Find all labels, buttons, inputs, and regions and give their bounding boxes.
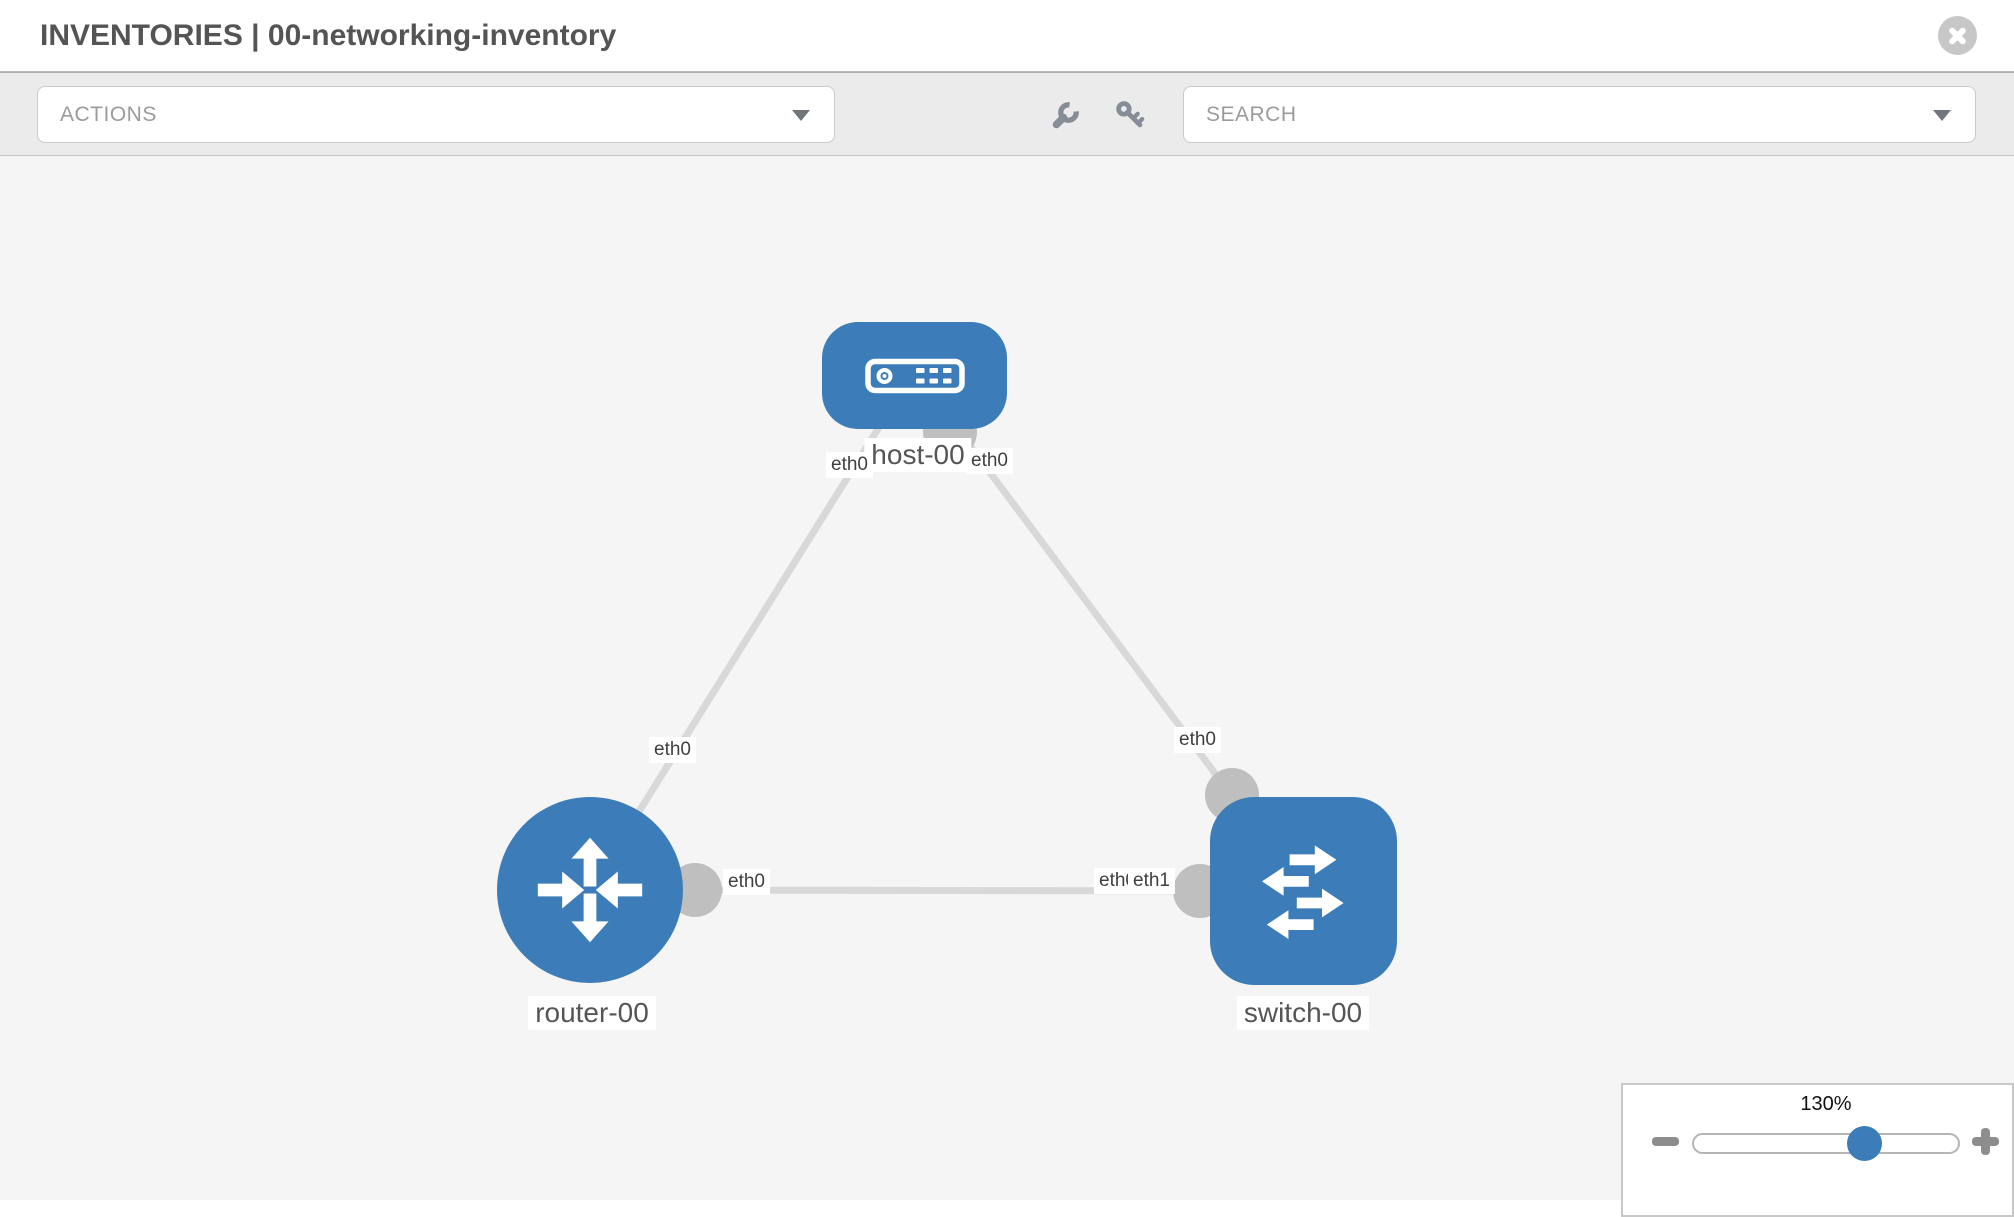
router-icon xyxy=(537,837,643,943)
close-button[interactable] xyxy=(1938,16,1977,55)
chevron-down-icon xyxy=(1933,109,1951,121)
key-button[interactable] xyxy=(1112,97,1150,135)
node-label-router-00: router-00 xyxy=(528,996,656,1031)
chevron-down-icon xyxy=(792,109,810,121)
node-label-host-00: host-00 xyxy=(864,438,972,473)
node-router-00[interactable] xyxy=(497,797,683,983)
switch-icon xyxy=(1261,845,1344,939)
iface-label-switch-to-router: eth1 xyxy=(1128,868,1175,894)
page-title: INVENTORIES | 00-networking-inventory xyxy=(40,18,617,52)
iface-label-switch-to-host: eth0 xyxy=(1174,727,1221,753)
header: INVENTORIES | 00-networking-inventory xyxy=(0,0,2014,72)
key-icon xyxy=(1116,101,1145,128)
search-dropdown[interactable]: SEARCH xyxy=(1183,86,1976,143)
actions-dropdown[interactable]: ACTIONS xyxy=(37,86,835,143)
plus-icon xyxy=(1981,1128,1990,1155)
toolbar: ACTIONS SEARCH xyxy=(0,72,2014,156)
iface-label-router-to-host: eth0 xyxy=(649,737,696,763)
wrench-icon xyxy=(1052,102,1079,129)
topology-canvas[interactable]: host-00 router-00 switch-00 eth0 eth0 et… xyxy=(0,156,2014,1200)
iface-label-router-to-switch: eth0 xyxy=(723,869,770,895)
node-host-00[interactable] xyxy=(822,322,1007,429)
zoom-control-panel: 130% xyxy=(1621,1083,2014,1217)
node-label-switch-00: switch-00 xyxy=(1236,996,1370,1031)
wrench-button[interactable] xyxy=(1046,97,1084,135)
iface-label-host-to-router: eth0 xyxy=(826,452,873,478)
zoom-slider-track[interactable] xyxy=(1692,1133,1960,1154)
search-dropdown-label: SEARCH xyxy=(1206,102,1297,126)
zoom-slider-thumb[interactable] xyxy=(1847,1126,1882,1161)
iface-label-host-to-switch: eth0 xyxy=(966,448,1013,474)
host-icon xyxy=(864,358,965,393)
actions-dropdown-label: ACTIONS xyxy=(60,102,157,126)
zoom-out-button[interactable] xyxy=(1652,1137,1679,1146)
node-switch-00[interactable] xyxy=(1210,797,1397,985)
zoom-in-button[interactable] xyxy=(1972,1128,1999,1155)
zoom-value: 130% xyxy=(1800,1093,1852,1115)
topology-links-layer xyxy=(587,368,1306,918)
